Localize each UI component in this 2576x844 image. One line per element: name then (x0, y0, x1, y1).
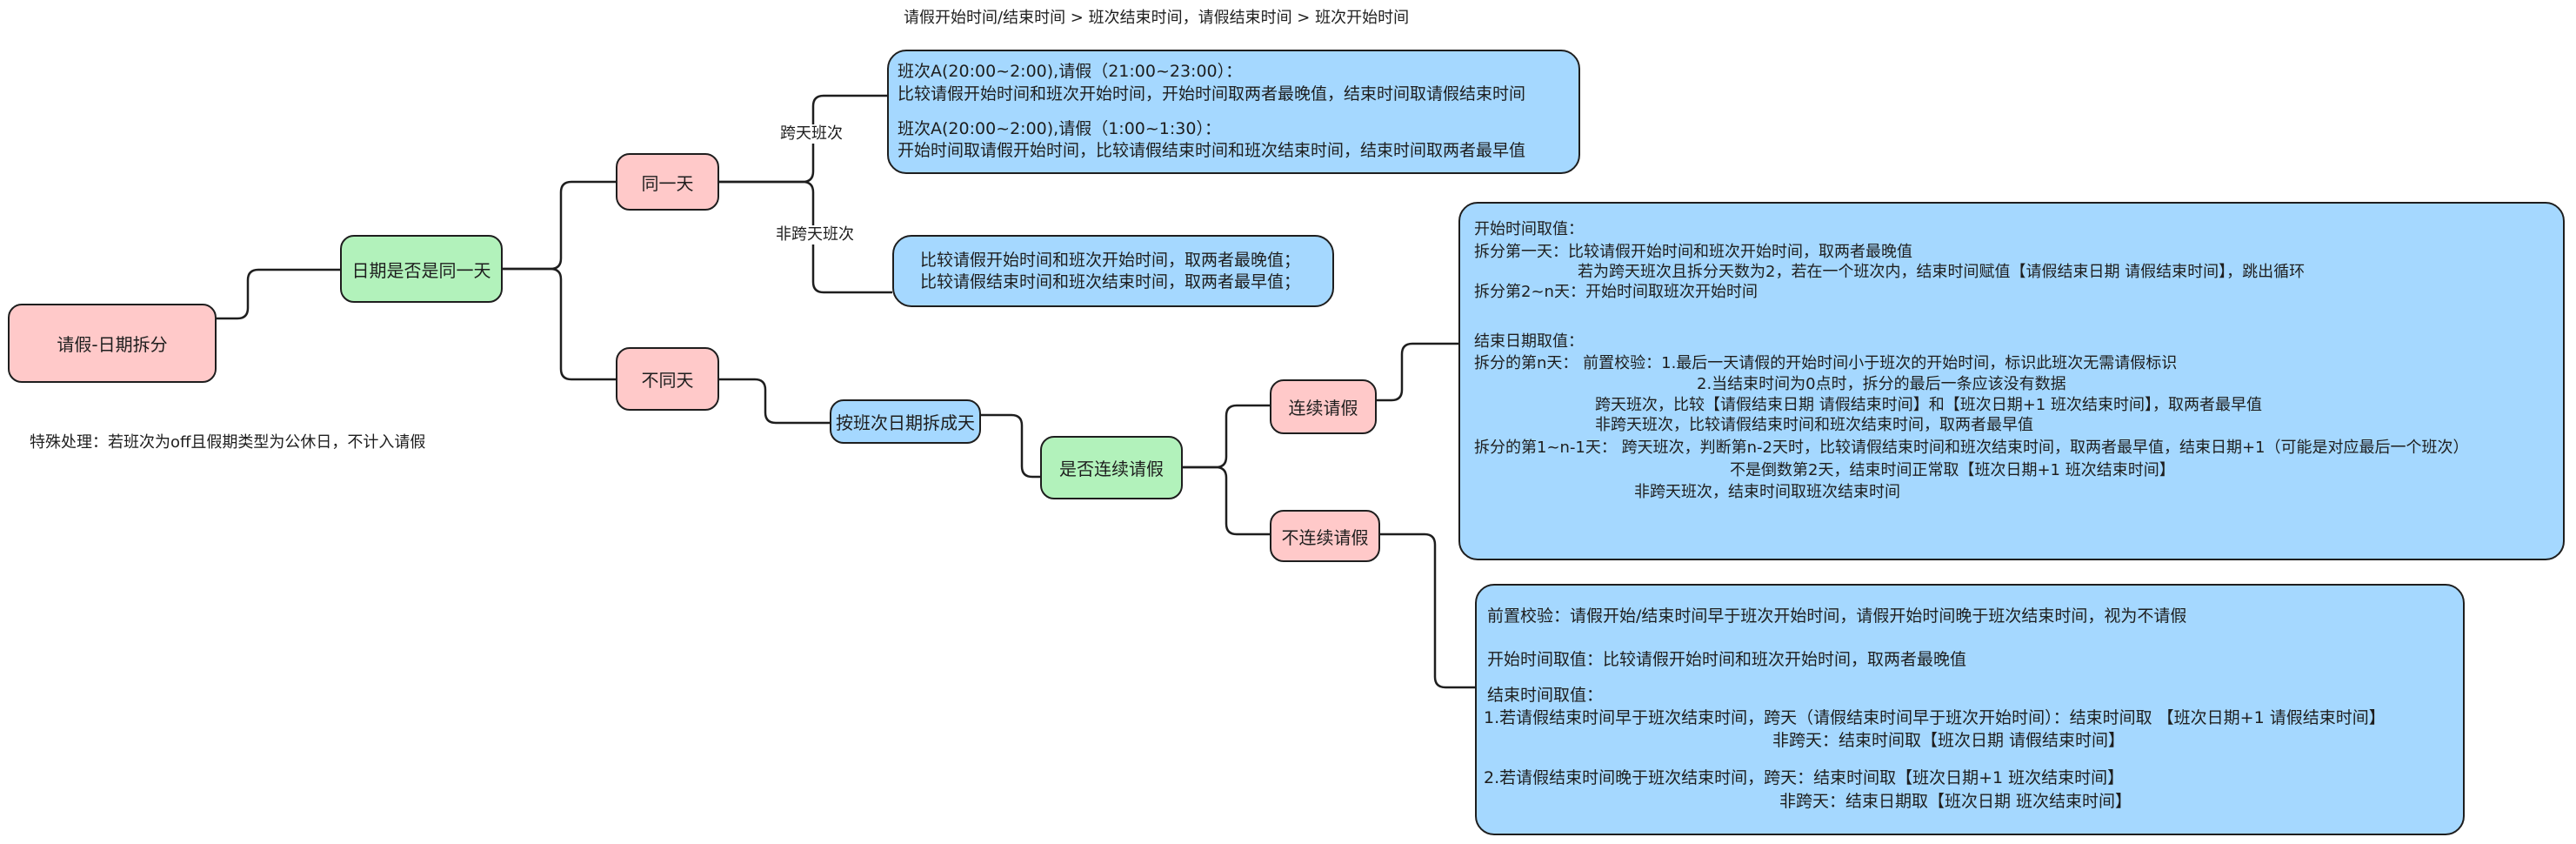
note-continuous-leave: 开始时间取值： 拆分第一天：比较请假开始时间和班次开始时间，取两者最晚值 若为跨… (1458, 202, 2565, 560)
note-non-cross-day-shift: 比较请假开始时间和班次开始时间，取两者最晚值； 比较请假结束时间和班次结束时间，… (892, 235, 1334, 307)
note-line: 前置校验：请假开始/结束时间早于班次开始时间，请假开始时间晚于班次结束时间，视为… (1487, 606, 2187, 626)
node-different-day[interactable]: 不同天 (616, 347, 719, 411)
note-line: 拆分的第n天： 前置校验：1.最后一天请假的开始时间小于班次的开始时间，标识此班… (1474, 354, 2178, 372)
note-line: 2.若请假结束时间晚于班次结束时间，跨天：结束时间取【班次日期+1 班次结束时间… (1484, 768, 2125, 787)
node-continuous-question[interactable]: 是否连续请假 (1040, 436, 1183, 499)
connector-line (719, 378, 830, 425)
note-line: 开始时间取值：比较请假开始时间和班次开始时间，取两者最晚值 (1487, 650, 1967, 669)
note-line: 不是倒数第2天，结束时间正常取【班次日期+1 班次结束时间】 (1730, 461, 2175, 479)
note-line: 比较请假开始时间和班次开始时间，取两者最晚值； (920, 251, 1301, 270)
note-line: 非跨天班次，结束时间取班次结束时间 (1634, 483, 1900, 501)
note-line: 开始时间取值： (1474, 220, 1584, 238)
note-line: 跨天班次，比较【请假结束日期 请假结束时间】和【班次日期+1 班次结束时间】，取… (1595, 396, 2262, 414)
node-split-by-shift[interactable]: 按班次日期拆成天 (830, 399, 981, 444)
note-line: 若为跨天班次且拆分天数为2，若在一个班次内，结束时间赋值【请假结束日期 请假结束… (1578, 263, 2306, 281)
node-non-continuous-leave[interactable]: 不连续请假 (1270, 510, 1380, 562)
node-same-date-question[interactable]: 日期是否是同一天 (340, 235, 503, 303)
edge-label-non-cross-day: 非跨天班次 (774, 225, 856, 244)
note-cross-day-shift: 班次A(20:00~2:00),请假（21:00~23:00）： 比较请假开始时… (887, 50, 1580, 174)
note-line: 班次A(20:00~2:00),请假（21:00~23:00）： (898, 62, 1243, 81)
note-line: 非跨天班次，比较请假结束时间和班次结束时间，取两者最早值 (1595, 416, 2033, 434)
node-root[interactable]: 请假-日期拆分 (8, 304, 217, 383)
node-continuous-leave[interactable]: 连续请假 (1270, 379, 1377, 434)
connector-line (1380, 533, 1475, 689)
note-line: 比较请假开始时间和班次开始时间，开始时间取两者最晚值，结束时间取请假结束时间 (898, 84, 1526, 104)
note-line: 比较请假结束时间和班次结束时间，取两者最早值； (920, 272, 1301, 291)
note-line: 1.若请假结束时间早于班次结束时间，跨天（请假结束时间早于班次开始时间）：结束时… (1484, 708, 2386, 727)
connector-line (217, 268, 340, 320)
note-line: 结束日期取值： (1474, 332, 1584, 351)
rule-caption: 请假开始时间/结束时间 > 班次结束时间，请假结束时间 > 班次开始时间 (904, 9, 1410, 27)
connector-line (981, 413, 1040, 479)
connector-line (503, 267, 616, 381)
note-line: 拆分第一天：比较请假开始时间和班次开始时间，取两者最晚值 (1474, 243, 1912, 261)
connector-line (1183, 404, 1270, 469)
note-line: 结束时间取值： (1487, 686, 1604, 705)
note-line: 班次A(20:00~2:00),请假（1:00~1:30）： (898, 119, 1221, 138)
connector-line (1183, 466, 1270, 536)
edge-label-cross-day: 跨天班次 (778, 124, 844, 144)
connector-line (1377, 342, 1458, 402)
note-line: 拆分的第1~n-1天： 跨天班次，判断第n-2天时，比较请假结束时间和班次结束时… (1474, 439, 2469, 457)
note-line: 非跨天：结束日期取【班次日期 班次结束时间】 (1779, 792, 2132, 811)
note-line: 2.当结束时间为0点时，拆分的最后一条应该没有数据 (1697, 375, 2066, 393)
note-line: 开始时间取请假开始时间，比较请假结束时间和班次结束时间，结束时间取两者最早值 (898, 141, 1526, 160)
special-handling-note: 特殊处理：若班次为off且假期类型为公休日，不计入请假 (30, 433, 426, 452)
note-line: 拆分第2~n天：开始时间取班次开始时间 (1474, 283, 1758, 301)
note-line: 非跨天：结束时间取【班次日期 请假结束时间】 (1772, 731, 2126, 750)
node-same-day[interactable]: 同一天 (616, 153, 719, 211)
note-non-continuous-leave: 前置校验：请假开始/结束时间早于班次开始时间，请假开始时间晚于班次结束时间，视为… (1475, 584, 2465, 835)
connector-line (503, 180, 616, 271)
